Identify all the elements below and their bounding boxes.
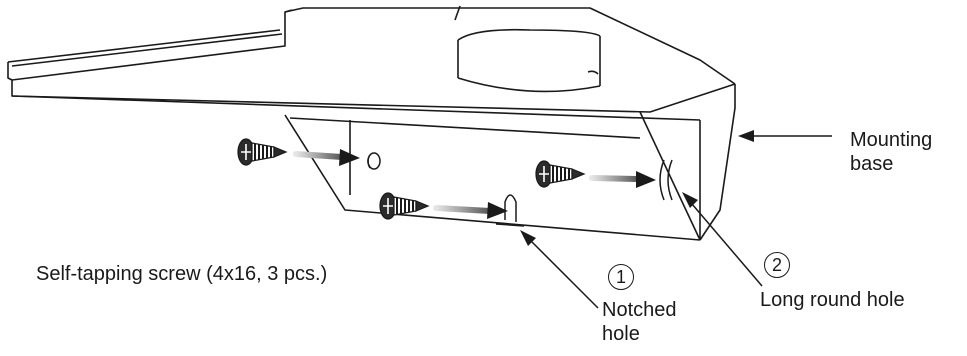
- screw-3: [535, 160, 586, 188]
- insertion-arrow-3: [589, 171, 656, 188]
- notched-hole-label-line2: hole: [602, 323, 640, 345]
- screw-1: [237, 138, 288, 166]
- screw-hole-left: [367, 152, 381, 170]
- screw-2: [379, 192, 430, 220]
- long-round-hole-label: Long round hole: [760, 289, 905, 311]
- notched-hole-label: Notched hole: [602, 298, 677, 346]
- callout-number-1: 1: [608, 264, 634, 290]
- mounting-base-label-line2: base: [850, 153, 894, 175]
- mounting-base-body: [7, 5, 736, 241]
- notched-hole-label-line1: Notched: [602, 299, 677, 321]
- leader-mounting-base: [738, 130, 832, 142]
- mounting-base-label-line1: Mounting: [850, 129, 933, 151]
- notched-hole: [495, 194, 525, 227]
- mounting-base-label: Mounting base: [850, 128, 932, 176]
- callout-number-2: 2: [764, 252, 790, 278]
- leader-long-round-hole: [682, 192, 763, 287]
- insertion-arrow-2: [433, 202, 508, 219]
- insertion-arrow-1: [293, 149, 360, 166]
- screw-label: Self-tapping screw (4x16, 3 pcs.): [36, 263, 328, 285]
- long-round-hole: [659, 159, 673, 201]
- leader-notched-hole: [520, 230, 599, 309]
